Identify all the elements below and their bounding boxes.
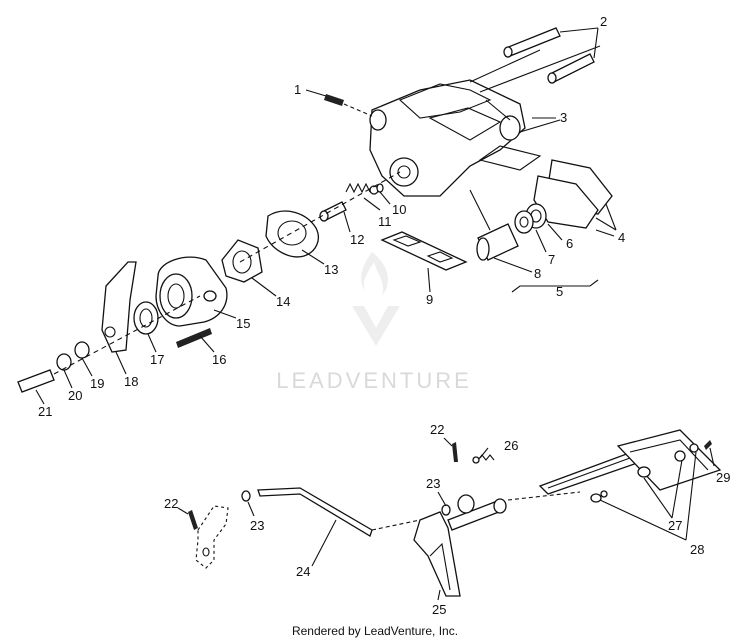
callout-22-left: 22 xyxy=(164,496,178,511)
callout-23-right: 23 xyxy=(426,476,440,491)
callout-24: 24 xyxy=(296,564,310,579)
callout-14: 14 xyxy=(276,294,290,309)
part-19-washer xyxy=(74,341,90,359)
part-22-cotter-left xyxy=(188,510,198,530)
part-16-bolt xyxy=(176,328,212,348)
part-29-pin xyxy=(704,440,712,450)
callout-22-right: 22 xyxy=(430,422,444,437)
part-23-washer-right xyxy=(441,494,475,516)
callout-1: 1 xyxy=(294,82,301,97)
callout-25: 25 xyxy=(432,602,446,617)
callout-13: 13 xyxy=(324,262,338,277)
part-25-pedal xyxy=(413,498,507,597)
callout-2: 2 xyxy=(600,14,607,29)
part-20-nut xyxy=(56,353,72,371)
callout-29: 29 xyxy=(716,470,730,485)
part-3-caliper-body xyxy=(369,45,601,231)
callout-17: 17 xyxy=(150,352,164,367)
callout-26: 26 xyxy=(504,438,518,453)
callout-9: 9 xyxy=(426,292,433,307)
leader-lines-upper xyxy=(35,117,615,405)
callout-15: 15 xyxy=(236,316,250,331)
leader-lines-lower xyxy=(177,437,715,601)
callout-4: 4 xyxy=(618,230,625,245)
part-21-bolt xyxy=(17,369,55,393)
part-9-pad-spring xyxy=(380,231,468,271)
part-22-cotter-right xyxy=(452,442,458,462)
callout-16: 16 xyxy=(212,352,226,367)
callout-18: 18 xyxy=(124,374,138,389)
callout-21: 21 xyxy=(38,404,52,419)
watermark-text: LEADVENTURE xyxy=(276,368,472,393)
part-24-rod xyxy=(257,487,581,537)
lower-mount-bracket xyxy=(195,505,229,569)
callout-28: 28 xyxy=(690,542,704,557)
callout-8: 8 xyxy=(534,266,541,281)
callout-23-left: 23 xyxy=(250,518,264,533)
part-6-7-seals xyxy=(514,203,547,234)
callout-27: 27 xyxy=(668,518,682,533)
callout-7: 7 xyxy=(548,252,555,267)
part-1-bleeder xyxy=(305,89,373,117)
part-4-pads xyxy=(533,159,617,231)
callout-12: 12 xyxy=(350,232,364,247)
callout-19: 19 xyxy=(90,376,104,391)
callout-labels: 1 2 3 4 5 6 7 8 9 10 11 12 13 14 15 16 1… xyxy=(38,14,730,617)
part-23-washer-left xyxy=(241,490,251,502)
part-13-gasket xyxy=(265,210,319,258)
callout-5: 5 xyxy=(556,284,563,299)
part-18-arm xyxy=(101,261,137,353)
callout-6: 6 xyxy=(566,236,573,251)
callout-11: 11 xyxy=(378,214,392,229)
callout-10: 10 xyxy=(392,202,406,217)
part-28-washer xyxy=(590,490,608,503)
part-10-11-12-spring xyxy=(319,182,384,222)
callout-3: 3 xyxy=(560,110,567,125)
part-8-piston xyxy=(476,223,519,261)
watermark-logo xyxy=(352,252,400,346)
part-2-pins xyxy=(503,27,599,84)
part-5-bracket xyxy=(511,279,599,293)
footer-credit: Rendered by LeadVenture, Inc. xyxy=(291,624,459,638)
footrest-bracket xyxy=(538,429,722,495)
part-26-spring xyxy=(472,454,495,464)
part-15-housing xyxy=(155,256,228,327)
callout-20: 20 xyxy=(68,388,82,403)
part-27-bushings xyxy=(674,443,699,462)
